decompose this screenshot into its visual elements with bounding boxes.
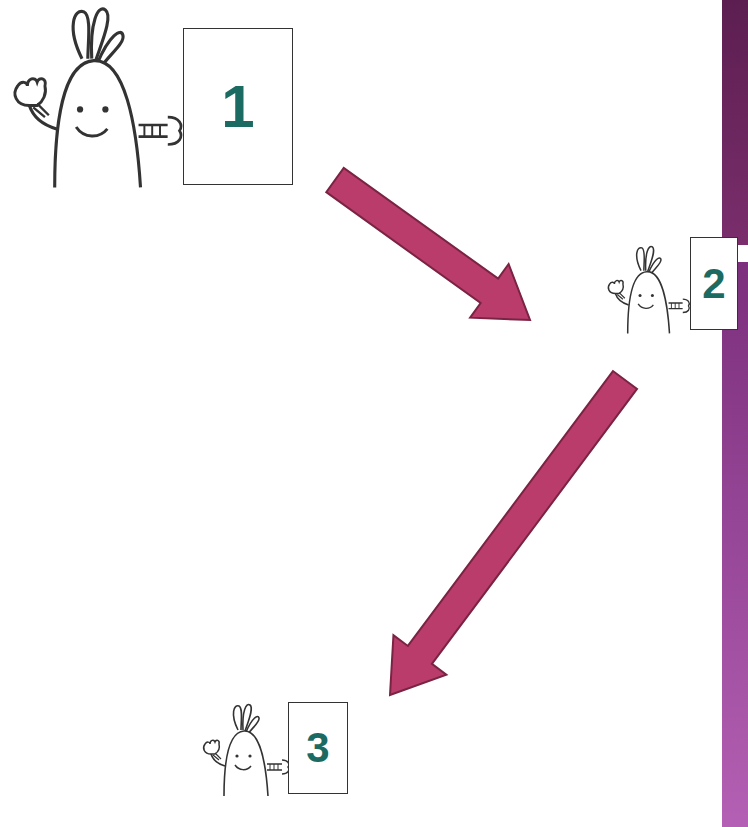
sign-number: 1 <box>221 77 254 137</box>
cartoon-figure <box>15 9 181 187</box>
number-sign: 1 <box>183 28 293 185</box>
cartoon-figure <box>608 246 689 333</box>
cartoon-figure <box>204 704 289 796</box>
number-sign: 2 <box>690 237 738 330</box>
block-arrow <box>326 168 530 320</box>
side-bar <box>722 0 748 245</box>
number-sign: 3 <box>288 702 348 794</box>
sign-number: 2 <box>702 263 725 305</box>
side-bar <box>722 262 748 827</box>
block-arrow <box>390 371 637 695</box>
sign-number: 3 <box>306 727 329 769</box>
